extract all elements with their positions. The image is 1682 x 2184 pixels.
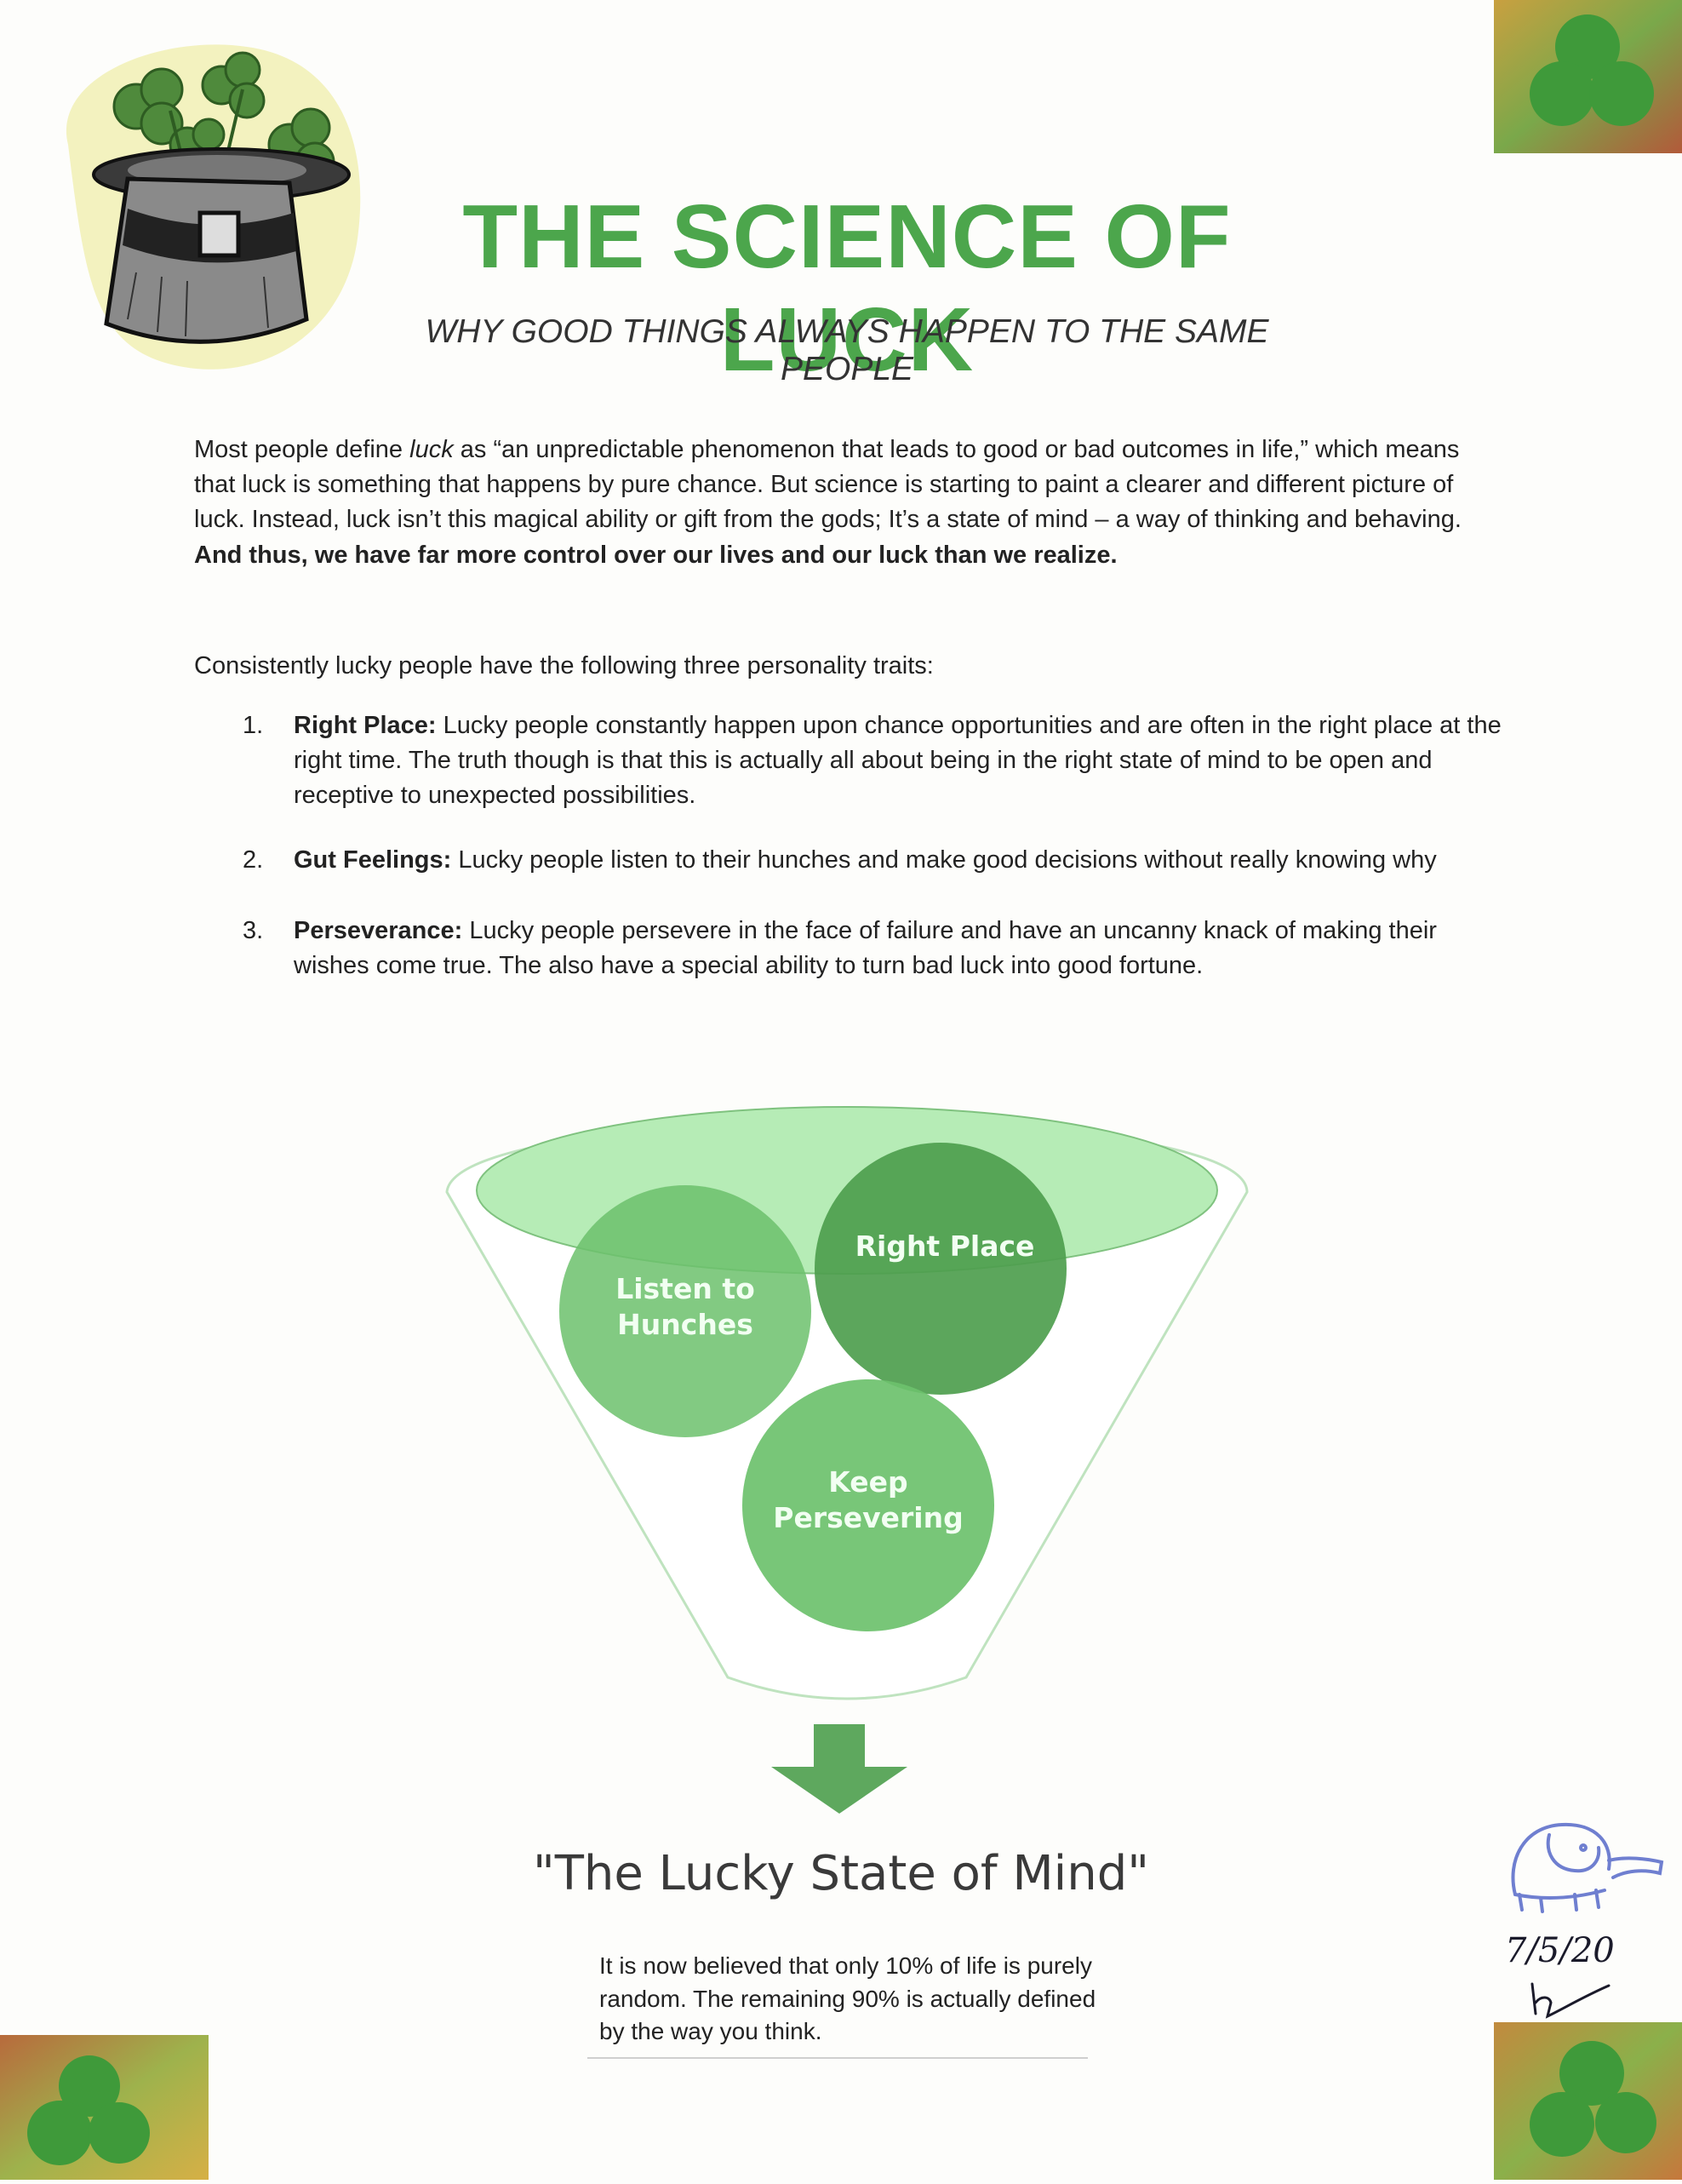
page-title: THE SCIENCE OF LUCK (462, 186, 1232, 390)
trait-text: Lucky people listen to their hunches and… (451, 846, 1437, 874)
circle-right-place (815, 1143, 1067, 1395)
trait-text: Lucky people persevere in the face of fa… (294, 917, 1437, 980)
intro-paragraph: Most people define luck as “an unpredict… (194, 433, 1488, 573)
trait-label: Gut Feelings: (294, 846, 452, 874)
divider (587, 2057, 1088, 2059)
list-item: 2. Gut Feelings: Lucky people listen to … (243, 843, 1502, 878)
page-subtitle: WHY GOOD THINGS ALWAYS HAPPEN TO THE SAM… (425, 313, 1269, 387)
circle-label: Listen to (615, 1272, 755, 1305)
elephant-doodle-icon (1498, 1809, 1668, 1916)
circle-keep-persevering (742, 1379, 994, 1631)
shamrock-icon (1494, 0, 1682, 153)
circle-label: Hunches (617, 1308, 753, 1341)
circle-listen-hunches (559, 1185, 811, 1437)
list-text: Gut Feelings: Lucky people listen to the… (294, 843, 1502, 878)
intro-emphasis: luck (409, 436, 454, 463)
signature-initials (1524, 1975, 1617, 2026)
circle-label: Right Place (855, 1230, 1035, 1263)
list-number: 2. (243, 846, 264, 874)
traits-intro: Consistently lucky people have the follo… (194, 652, 934, 679)
circle-label: Persevering (773, 1501, 963, 1534)
list-number: 1. (243, 712, 264, 739)
conclusion-heading: "The Lucky State of Mind" (532, 1846, 1150, 1901)
leprechaun-hat-icon (34, 26, 375, 375)
trait-label: Perseverance: (294, 917, 463, 944)
down-arrow-icon (771, 1724, 907, 1814)
trait-text: Lucky people constantly happen upon chan… (294, 712, 1502, 810)
circle-label: Keep (828, 1465, 907, 1499)
intro-text: as “an unpredictable phenomenon that lea… (194, 436, 1462, 534)
list-number: 3. (243, 917, 264, 944)
list-text: Right Place: Lucky people constantly hap… (294, 708, 1502, 814)
list-item: 1. Right Place: Lucky people constantly … (243, 708, 1502, 814)
trait-label: Right Place: (294, 712, 437, 739)
list-text: Perseverance: Lucky people persevere in … (294, 914, 1502, 983)
shamrock-icon (0, 2035, 209, 2180)
intro-bold-statement: And thus, we have far more control over … (194, 541, 1118, 569)
conclusion-note: It is now believed that only 10% of life… (599, 1952, 1096, 2045)
list-item: 3. Perseverance: Lucky people persevere … (243, 914, 1502, 983)
funnel-diagram: Listen to Hunches Right Place Keep Perse… (430, 1081, 1264, 1720)
shamrock-icon (1494, 2022, 1682, 2180)
intro-text: Most people define (194, 436, 410, 463)
signature-date: 7/5/20 (1505, 1931, 1615, 1970)
